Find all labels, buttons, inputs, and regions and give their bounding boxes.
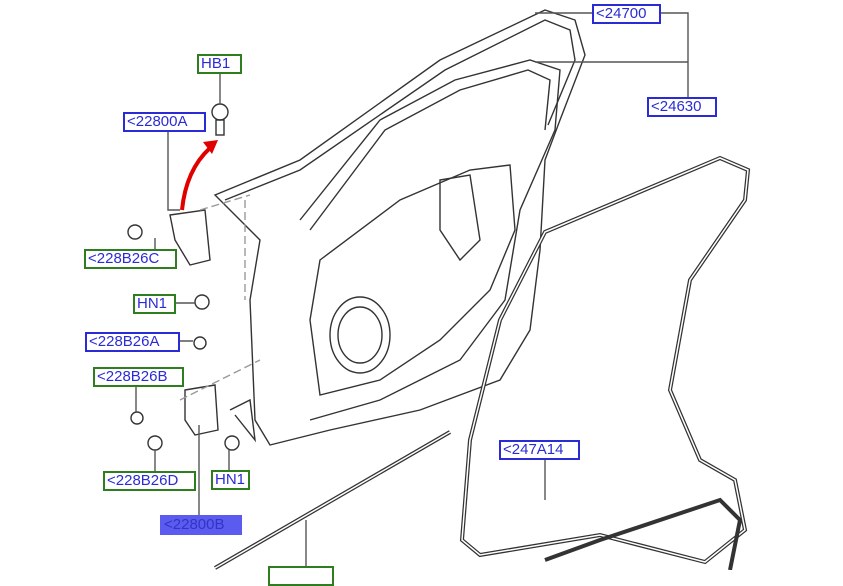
callout-228b26b[interactable]: <228B26B bbox=[93, 367, 184, 387]
callout-hn1-lower[interactable]: HN1 bbox=[211, 470, 250, 490]
callout-247a14[interactable]: <247A14 bbox=[499, 440, 580, 460]
callout-bottom-partial[interactable] bbox=[268, 566, 334, 586]
callout-228b26c[interactable]: <228B26C bbox=[84, 249, 177, 269]
door-frame bbox=[213, 9, 586, 446]
callout-24630[interactable]: <24630 bbox=[647, 97, 717, 117]
callout-228b26d[interactable]: <228B26D bbox=[103, 471, 196, 491]
callout-22800a[interactable]: <22800A bbox=[123, 112, 206, 132]
callout-hn1-upper[interactable]: HN1 bbox=[133, 294, 176, 314]
weatherstrip bbox=[459, 155, 751, 565]
callout-hb1[interactable]: HB1 bbox=[197, 54, 242, 74]
callout-24700[interactable]: <24700 bbox=[592, 4, 661, 24]
callout-22800b-selected[interactable]: <22800B bbox=[160, 515, 242, 535]
rear-door-parts-diagram bbox=[127, 9, 751, 570]
callout-228b26a[interactable]: <228B26A bbox=[85, 332, 180, 352]
red-arrow-icon bbox=[180, 146, 212, 211]
